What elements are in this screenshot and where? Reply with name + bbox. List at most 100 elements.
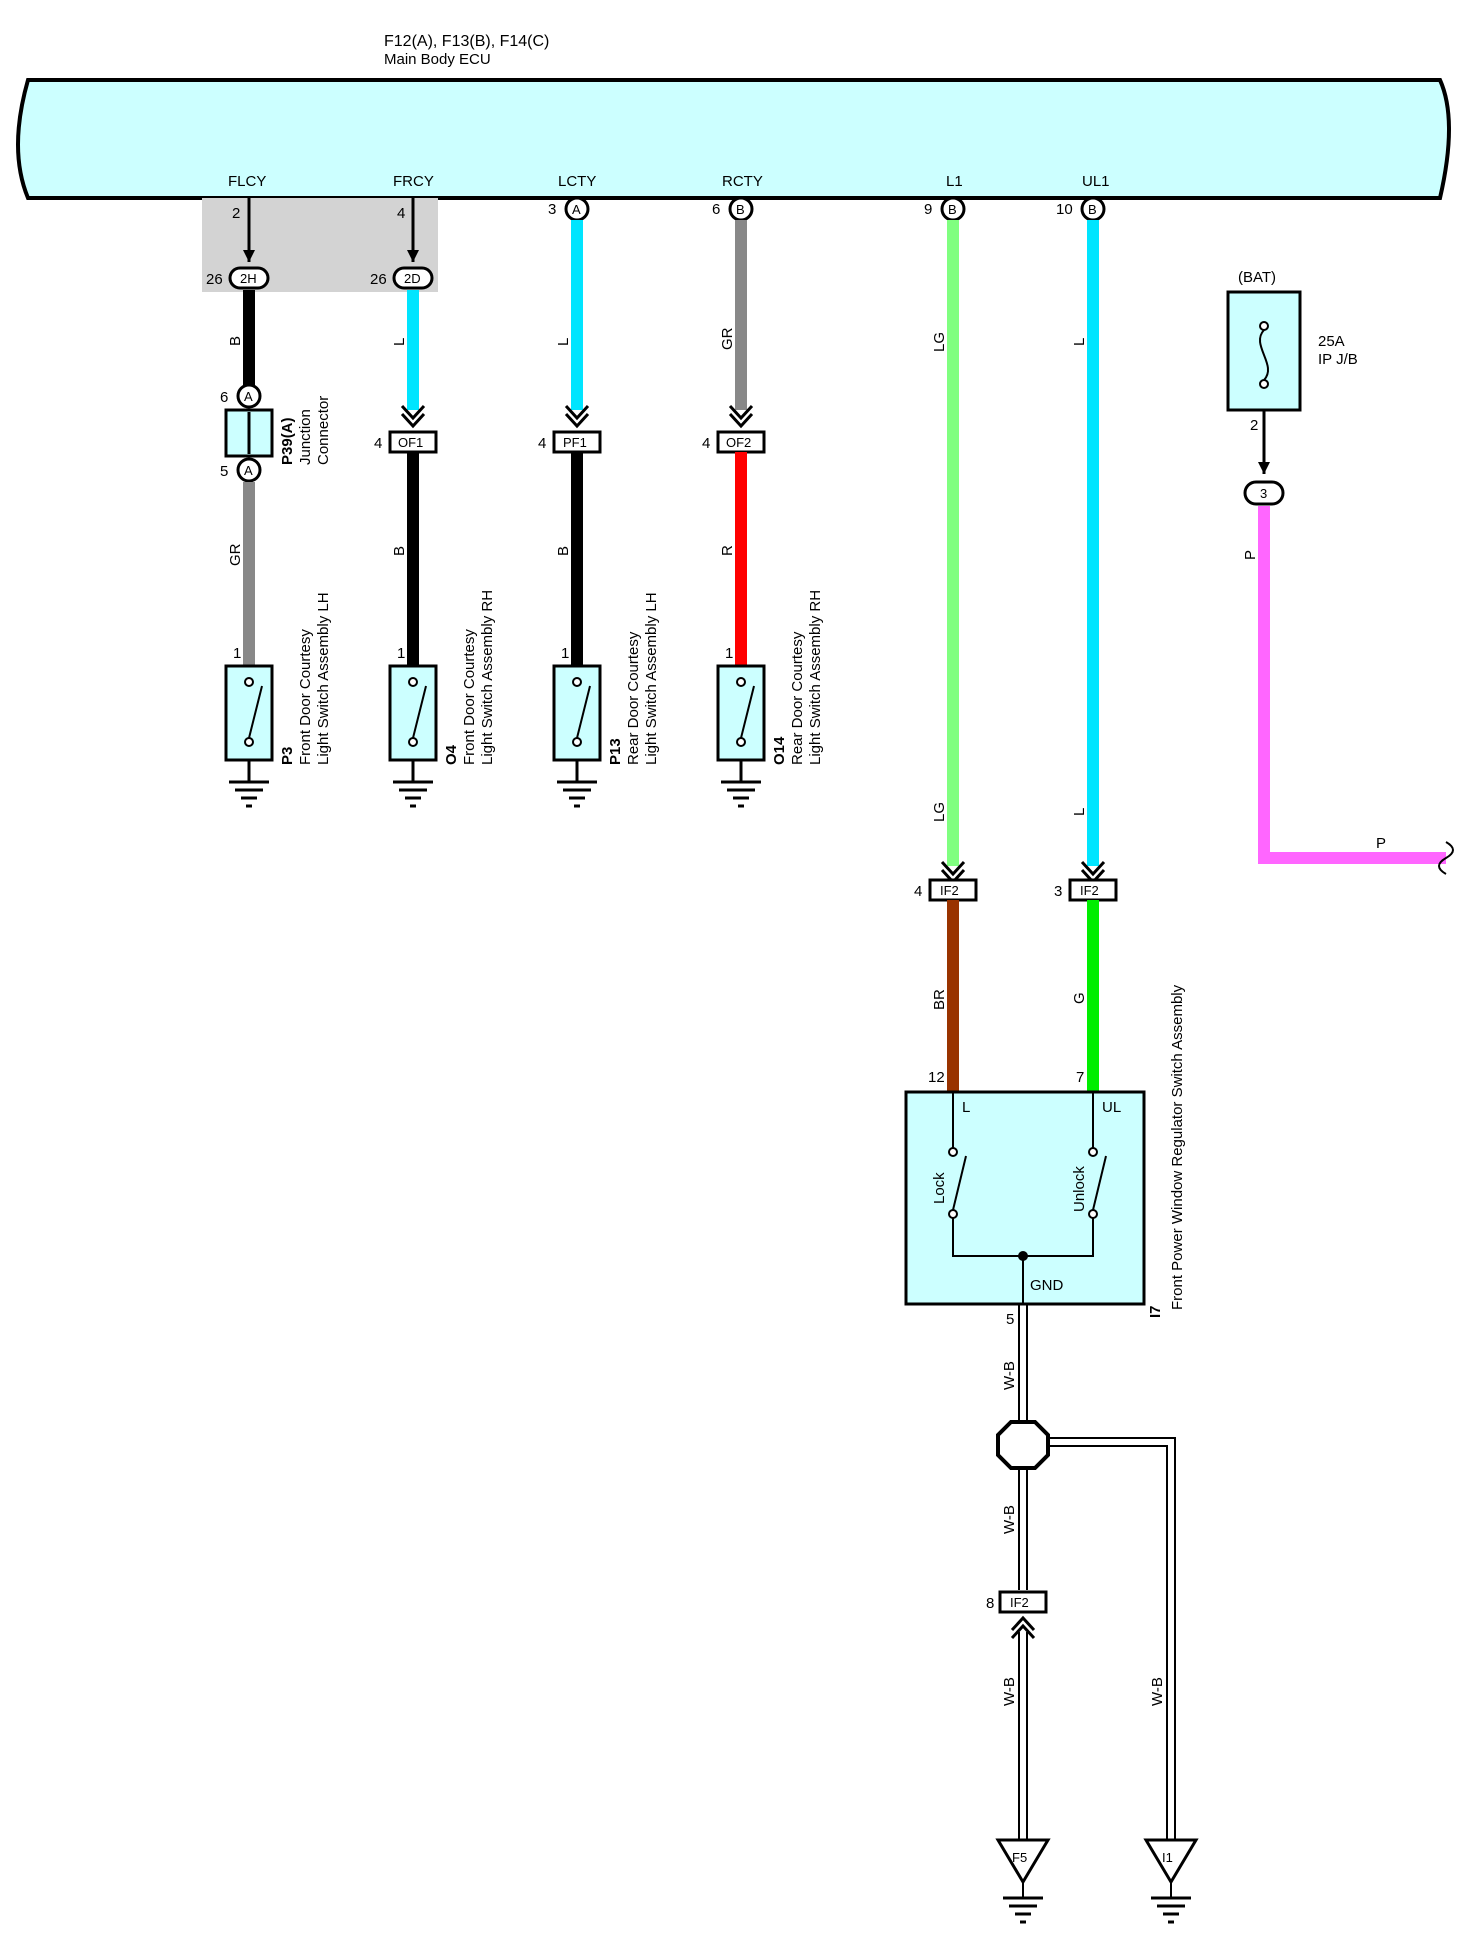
l1-wire-color-lg-bottom: LG	[931, 802, 948, 822]
rcty-wire-color-r: R	[719, 545, 736, 556]
switch-o4-id: O4	[443, 744, 460, 765]
pink-wire-color-vertical: P	[1242, 550, 1259, 560]
ground-f5-symbol	[995, 1838, 1051, 1885]
regulator-pin-gnd: 5	[1006, 1311, 1014, 1328]
inline-of2-pin: 4	[702, 435, 710, 452]
inline-of1-pin: 4	[374, 435, 382, 452]
switch-p3-contact-top	[244, 677, 254, 687]
lcty-wire-color-b: B	[555, 546, 572, 556]
frcy-jc-connector	[392, 266, 434, 290]
junction-pin-bottom-number: 5	[220, 463, 228, 480]
regulator-bus-node	[1018, 1251, 1028, 1261]
switch-p13-contact-bottom	[572, 737, 582, 747]
lcty-chevron-2	[564, 412, 590, 429]
pin-flcy-label: FLCY	[228, 173, 266, 190]
wb-color-bottom: W-B	[1001, 1677, 1018, 1706]
ecu-name: Main Body ECU	[384, 51, 491, 68]
switch-p3-name-2: Light Switch Assembly LH	[315, 592, 332, 765]
switch-o4-name-1: Front Door Courtesy	[461, 629, 478, 765]
inline-of1-id: OF1	[398, 435, 423, 450]
switch-p13-name-2: Light Switch Assembly LH	[643, 592, 660, 765]
l1-pin-number: 9	[924, 201, 932, 218]
ul1-chevron-1	[1080, 860, 1106, 877]
fuse-source: (BAT)	[1238, 269, 1276, 286]
p3-ground-icon	[229, 780, 269, 808]
regulator-unlock-label: Unlock	[1071, 1166, 1088, 1212]
o14-pin: 1	[725, 645, 733, 662]
inline-if2-wb-pin: 8	[986, 1595, 994, 1612]
switch-p3-id: P3	[279, 747, 296, 765]
junction-name-2: Connector	[315, 396, 332, 465]
switch-p13-contact-top	[572, 677, 582, 687]
frcy-chevron-2	[400, 412, 426, 429]
ul1-pin-number: 10	[1056, 201, 1073, 218]
wb-wire-bottom	[1018, 1632, 1028, 1840]
switch-p13-name-1: Rear Door Courtesy	[625, 631, 642, 765]
regulator-lock-label: Lock	[931, 1172, 948, 1204]
switch-p3-contact-bottom	[244, 737, 254, 747]
frcy-arrow	[407, 250, 419, 262]
switch-p3-blade	[248, 685, 263, 739]
junction-pin-top	[236, 383, 262, 409]
switch-p3-name-1: Front Door Courtesy	[297, 629, 314, 765]
p3-pin: 1	[233, 645, 241, 662]
ground-i1-icon	[1151, 1896, 1191, 1924]
fuse-connector	[1243, 480, 1285, 506]
rcty-chevron-2	[728, 412, 754, 429]
ul1-wire-color-l-top: L	[1071, 338, 1088, 346]
regulator-id: I7	[1147, 1305, 1164, 1318]
wb-wire-upper	[1018, 1304, 1028, 1422]
wb-color-lower: W-B	[1001, 1505, 1018, 1534]
flcy-jc-pin: 26	[206, 271, 223, 288]
lock-switch-blade	[952, 1155, 967, 1211]
fuse-location: IP J/B	[1318, 351, 1358, 368]
lcty-pin-number: 3	[548, 201, 556, 218]
switch-o14-contact-bottom	[736, 737, 746, 747]
l1-wire-color-lg-top: LG	[931, 332, 948, 352]
switch-o4-contact-bottom	[408, 737, 418, 747]
p13-pin: 1	[561, 645, 569, 662]
switch-o4-contact-top	[408, 677, 418, 687]
l1-connector-letter: B	[948, 202, 957, 217]
fuse-element-icon	[1258, 329, 1270, 381]
wb-wire-branch	[1048, 1437, 1176, 1840]
wb-chevron-2	[1010, 1623, 1036, 1640]
ground-i1-label: I1	[1162, 1850, 1173, 1865]
regulator-name: Front Power Window Regulator Switch Asse…	[1169, 984, 1186, 1310]
frcy-wire-color-l: L	[391, 338, 408, 346]
fuse-arrow	[1258, 462, 1270, 474]
regulator-pin-l: 12	[928, 1069, 945, 1086]
wb-chevron-1	[1010, 1615, 1036, 1632]
fuse-contact-bottom	[1259, 379, 1269, 389]
rcty-chevron-1	[728, 404, 754, 421]
ul1-wire-color-g: G	[1071, 992, 1088, 1004]
inline-if2-wb	[998, 1590, 1048, 1614]
regulator-pin-ul: 7	[1076, 1069, 1084, 1086]
unlock-contact-top	[1088, 1147, 1098, 1157]
inline-if2-ul1-id: IF2	[1080, 883, 1099, 898]
pin-ul1-label: UL1	[1082, 173, 1110, 190]
fuse-connector-number: 3	[1260, 486, 1267, 501]
pink-wire-color-horizontal: P	[1376, 835, 1386, 852]
junction-letter-top: A	[244, 389, 253, 404]
unlock-switch-blade	[1092, 1155, 1107, 1211]
flcy-wire-color-b: B	[227, 336, 244, 346]
switch-o14-name-2: Light Switch Assembly RH	[807, 590, 824, 765]
frcy-chevron-1	[400, 404, 426, 421]
fuse-rating: 25A	[1318, 333, 1345, 350]
ground-i1-symbol	[1143, 1838, 1199, 1885]
pin-rcty-label: RCTY	[722, 173, 763, 190]
p13-ground-icon	[557, 780, 597, 808]
fuse-contact-top	[1259, 321, 1269, 331]
junction-pin-bottom	[236, 457, 262, 483]
switch-o14-blade	[740, 685, 755, 739]
frcy-pin-number: 4	[397, 205, 405, 222]
unlock-contact-bottom	[1088, 1209, 1098, 1219]
ground-f5-icon	[1003, 1896, 1043, 1924]
inline-pf1-id: PF1	[563, 435, 587, 450]
wb-wire-lower	[1018, 1468, 1028, 1590]
flcy-arrow	[243, 250, 255, 262]
inline-if2-l1-pin: 4	[914, 883, 922, 900]
lcty-wire-color-l: L	[555, 338, 572, 346]
